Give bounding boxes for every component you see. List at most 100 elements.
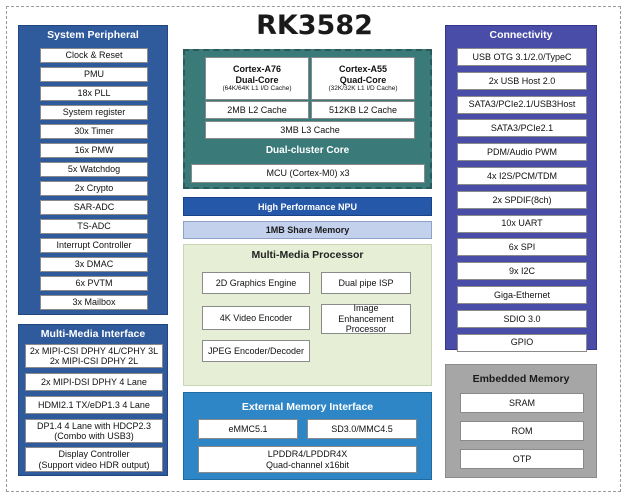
- system-peripheral-item: 3x Mailbox: [40, 295, 148, 310]
- connectivity-item: SATA3/PCIe2.1: [457, 119, 587, 138]
- lpddr-line-2: Quad-channel x16bit: [265, 459, 350, 470]
- connectivity-item-label: 10x UART: [501, 218, 543, 229]
- connectivity-item-label: PDM/Audio PWM: [486, 147, 557, 158]
- connectivity-item-label: SATA3/PCIe2.1: [490, 123, 554, 134]
- connectivity-title: Connectivity: [489, 29, 553, 41]
- share-memory-label: 1MB Share Memory: [265, 225, 350, 235]
- connectivity-item-label: Giga-Ethernet: [493, 289, 551, 300]
- lpddr-line-1: LPDDR4/LPDDR4X: [267, 449, 348, 460]
- connectivity-item-label: 6x SPI: [508, 242, 536, 253]
- multimedia-interface-panel: Multi-Media Interface 2x MIPI-CSI DPHY 4…: [18, 324, 168, 476]
- sd-label: SD3.0/MMC4.5: [331, 423, 393, 434]
- a76-l2-label: 2MB L2 Cache: [227, 104, 287, 115]
- system-peripheral-item: TS-ADC: [40, 219, 148, 234]
- system-peripheral-item-label: Interrupt Controller: [56, 240, 132, 251]
- connectivity-item: 10x UART: [457, 214, 587, 233]
- dp-box: DP1.4 4 Lane with HDCP2.3 (Combo with US…: [25, 419, 163, 443]
- cortex-a55-box: Cortex-A55 Quad-Core (32K/32K L1 I/D Cac…: [311, 57, 415, 100]
- system-peripheral-item-label: 30x Timer: [74, 126, 114, 137]
- a55-cache: (32K/32K L1 I/D Cache): [328, 85, 398, 93]
- connectivity-item-label: 2x USB Host 2.0: [488, 75, 556, 86]
- 2d-graphics-label: 2D Graphics Engine: [215, 277, 297, 288]
- system-peripheral-item-label: 5x Watchdog: [67, 164, 121, 175]
- connectivity-item-label: SDIO 3.0: [503, 313, 541, 324]
- sram-box: SRAM: [460, 393, 584, 413]
- system-peripheral-item: 3x DMAC: [40, 257, 148, 272]
- hdmi-box: HDMI2.1 TX/eDP1.3 4 Lane: [25, 396, 163, 414]
- jpeg-box: JPEG Encoder/Decoder: [202, 340, 310, 362]
- diagram-frame: [6, 6, 621, 492]
- connectivity-item-label: 9x I2C: [508, 266, 535, 277]
- embedded-memory-title: Embedded Memory: [472, 373, 570, 385]
- system-peripheral-item-label: Clock & Reset: [65, 50, 123, 61]
- a55-l2-box: 512KB L2 Cache: [311, 101, 415, 119]
- a76-cores: Dual-Core: [235, 74, 279, 85]
- image-enhancement-box: Image Enhancement Processor: [321, 303, 411, 335]
- display-controller-line-1: Display Controller: [58, 449, 130, 460]
- mipi-dsi-label: 2x MIPI-DSI DPHY 4 Lane: [41, 376, 147, 387]
- connectivity-item-label: SATA3/PCIe2.1/USB3Host: [468, 99, 576, 110]
- system-peripheral-item: SAR-ADC: [40, 200, 148, 215]
- mipi-csi-box: 2x MIPI-CSI DPHY 4L/CPHY 3L 2x MIPI-CSI …: [25, 344, 163, 368]
- system-peripheral-item: 18x PLL: [40, 86, 148, 101]
- isp-label: Dual pipe ISP: [338, 277, 394, 288]
- system-peripheral-item: PMU: [40, 67, 148, 82]
- system-peripheral-item: 30x Timer: [40, 124, 148, 139]
- external-memory-title: External Memory Interface: [241, 401, 374, 413]
- connectivity-item-label: 4x I2S/PCM/TDM: [486, 170, 557, 181]
- system-peripheral-item-label: 16x PMW: [74, 145, 114, 156]
- connectivity-item: 4x I2S/PCM/TDM: [457, 167, 587, 185]
- system-peripheral-item-label: TS-ADC: [77, 221, 111, 232]
- system-peripheral-item-label: 2x Crypto: [74, 183, 114, 194]
- connectivity-item: 6x SPI: [457, 238, 587, 257]
- a76-l2-box: 2MB L2 Cache: [205, 101, 309, 119]
- video-encoder-box: 4K Video Encoder: [202, 306, 310, 330]
- npu-bar: High Performance NPU: [183, 197, 432, 216]
- sram-label: SRAM: [508, 397, 535, 408]
- jpeg-label: JPEG Encoder/Decoder: [207, 345, 305, 356]
- rom-label: ROM: [511, 425, 533, 436]
- otp-label: OTP: [512, 453, 532, 464]
- system-peripheral-item: 6x PVTM: [40, 276, 148, 291]
- system-peripheral-item: 16x PMW: [40, 143, 148, 158]
- connectivity-item-label: GPIO: [510, 337, 534, 348]
- system-peripheral-item-label: PMU: [84, 69, 104, 80]
- image-enhancement-label: Image Enhancement Processor: [338, 303, 394, 335]
- connectivity-item: SATA3/PCIe2.1/USB3Host: [457, 95, 587, 114]
- l3-cache-box: 3MB L3 Cache: [205, 121, 415, 139]
- npu-label: High Performance NPU: [257, 201, 358, 212]
- a55-cores: Quad-Core: [339, 74, 387, 85]
- system-peripheral-item-label: 3x Mailbox: [72, 297, 116, 308]
- emmc-box: eMMC5.1: [198, 419, 298, 439]
- multimedia-processor-title: Multi-Media Processor: [251, 249, 364, 261]
- mcu-box: MCU (Cortex-M0) x3: [191, 164, 425, 183]
- external-memory-panel: External Memory Interface eMMC5.1 SD3.0/…: [183, 392, 432, 480]
- connectivity-item: 2x SPDIF(8ch): [457, 190, 587, 209]
- connectivity-item: 2x USB Host 2.0: [457, 71, 587, 90]
- cpu-cluster-panel: Cortex-A76 Dual-Core (64K/64K L1 I/D Cac…: [183, 49, 432, 189]
- sd-box: SD3.0/MMC4.5: [307, 419, 417, 439]
- display-controller-line-2: (Support video HDR output): [38, 459, 150, 470]
- a76-cache: (64K/64K L1 I/D Cache): [222, 85, 292, 93]
- mcu-label: MCU (Cortex-M0) x3: [266, 168, 350, 179]
- emmc-label: eMMC5.1: [228, 423, 268, 434]
- system-peripheral-title: System Peripheral: [47, 29, 139, 41]
- mipi-dsi-box: 2x MIPI-DSI DPHY 4 Lane: [25, 373, 163, 391]
- rom-box: ROM: [460, 421, 584, 441]
- system-peripheral-item-label: SAR-ADC: [73, 202, 115, 213]
- dp-line-2: (Combo with USB3): [54, 431, 134, 441]
- connectivity-item-label: 2x SPDIF(8ch): [492, 194, 552, 205]
- a55-l2-label: 512KB L2 Cache: [328, 104, 398, 115]
- video-encoder-label: 4K Video Encoder: [219, 312, 293, 323]
- dual-cluster-label: Dual-cluster Core: [265, 145, 350, 156]
- embedded-memory-panel: Embedded Memory SRAM ROM OTP: [445, 364, 597, 478]
- a55-name: Cortex-A55: [338, 64, 387, 75]
- system-peripheral-item: 2x Crypto: [40, 181, 148, 196]
- isp-box: Dual pipe ISP: [321, 272, 411, 294]
- system-peripheral-item: Interrupt Controller: [40, 238, 148, 253]
- system-peripheral-item: System register: [40, 105, 148, 120]
- connectivity-item: 9x I2C: [457, 262, 587, 281]
- system-peripheral-item-label: 6x PVTM: [75, 278, 113, 289]
- connectivity-item: USB OTG 3.1/2.0/TypeC: [457, 48, 587, 66]
- otp-box: OTP: [460, 449, 584, 469]
